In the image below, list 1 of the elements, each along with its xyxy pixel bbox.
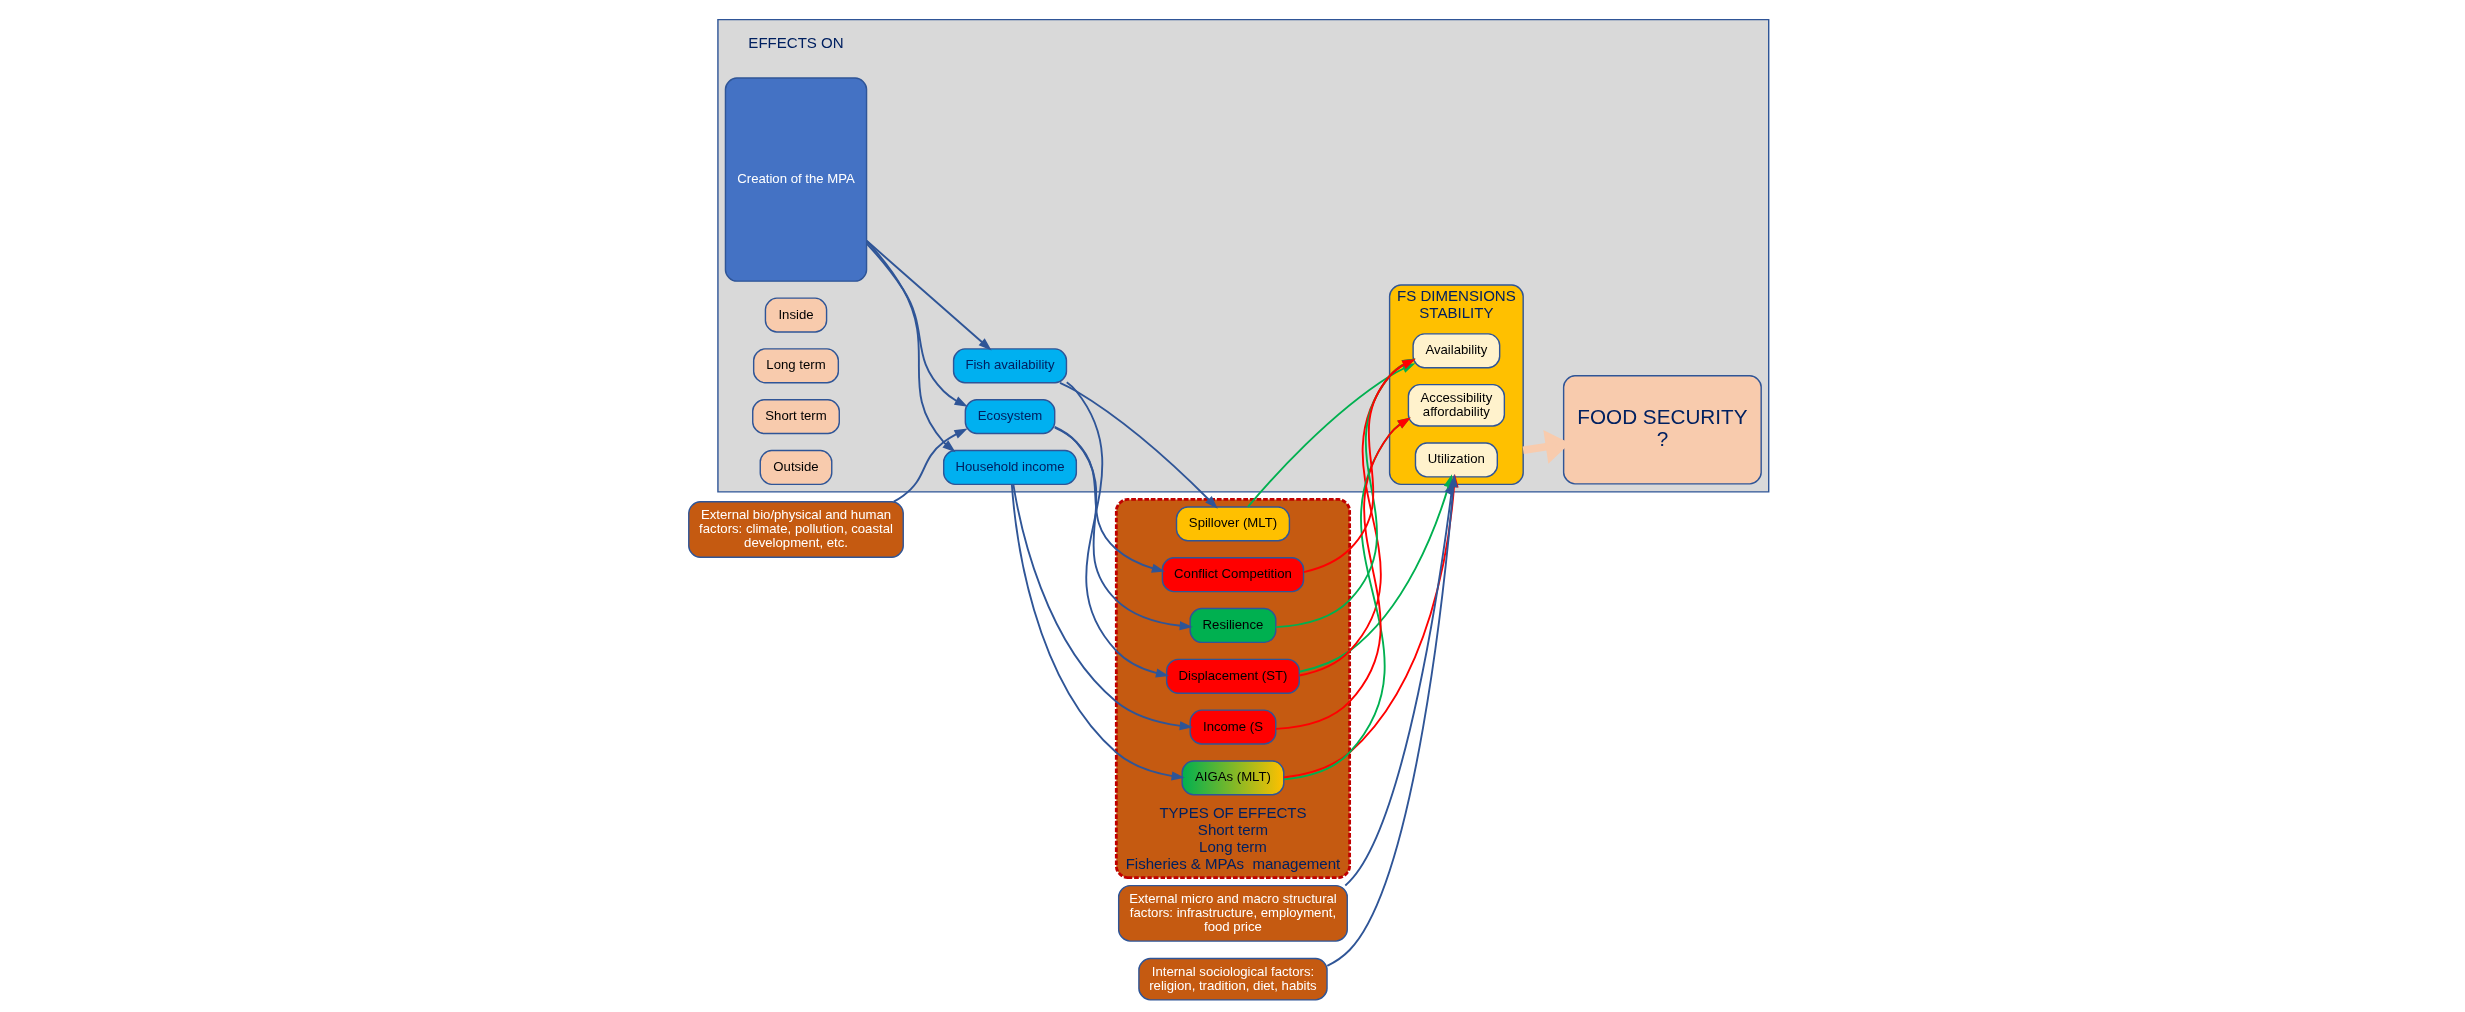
label: EFFECTS ON (748, 33, 844, 51)
